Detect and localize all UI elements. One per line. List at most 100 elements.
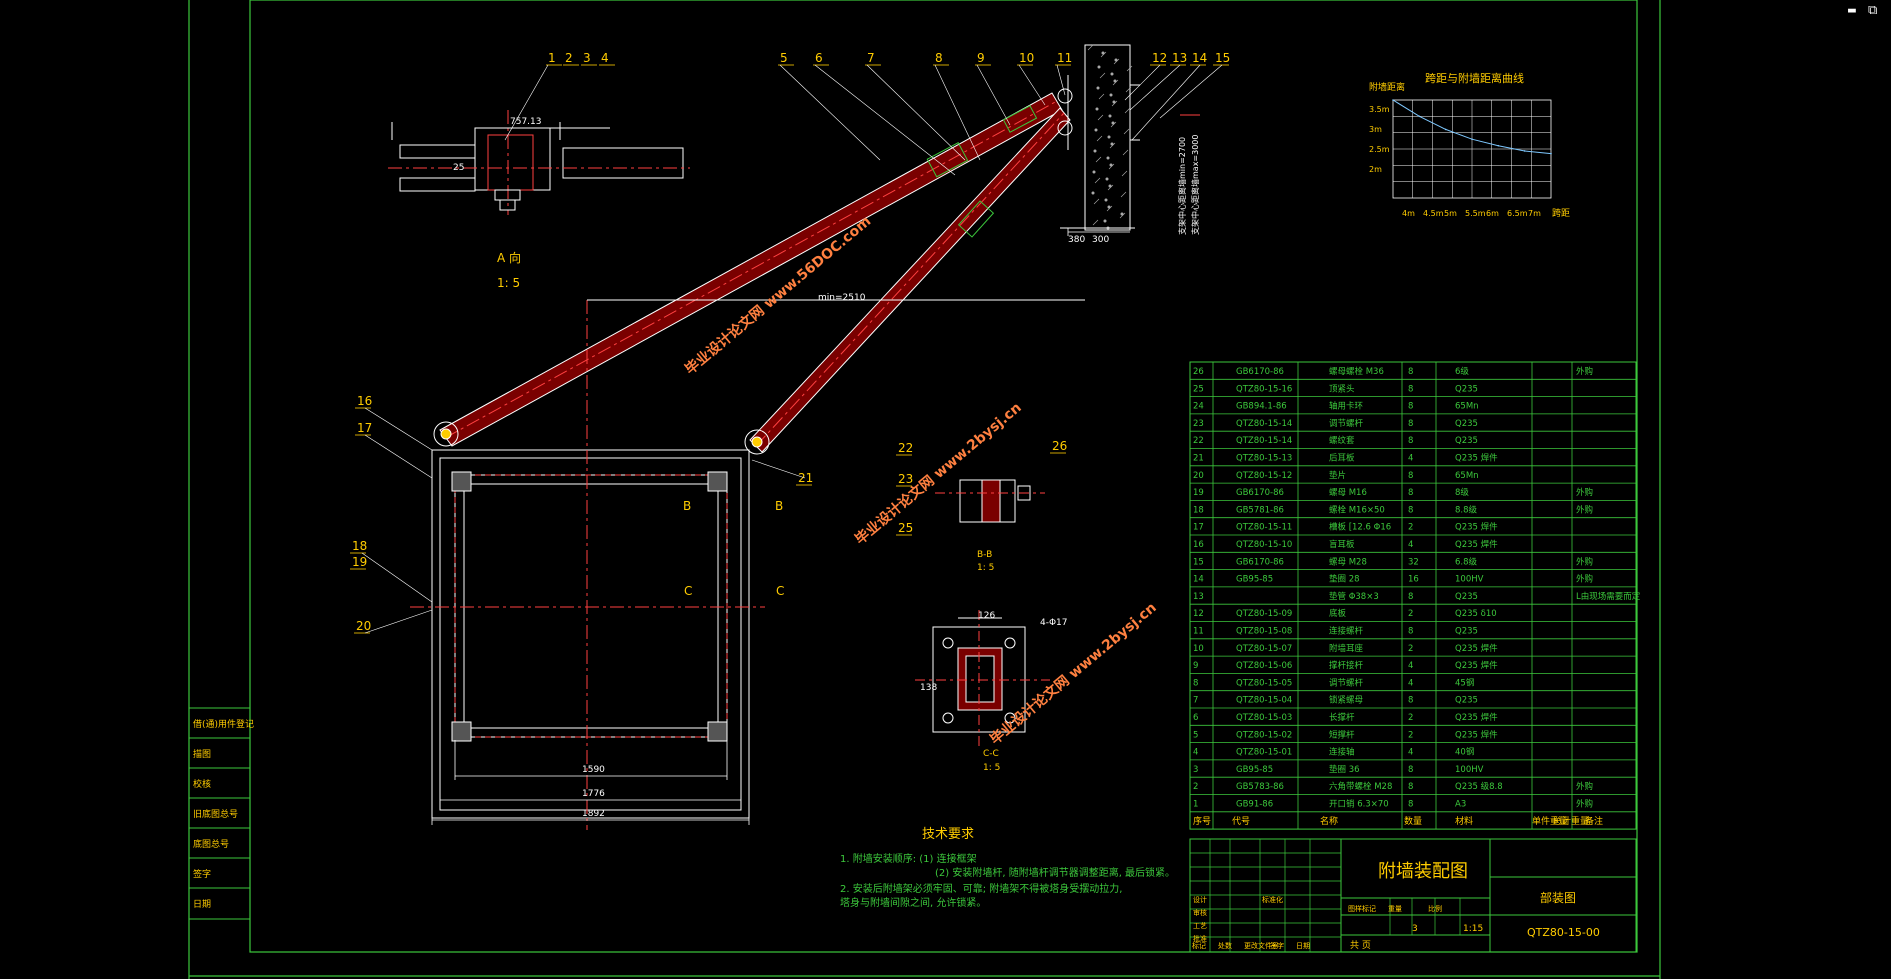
drawing-category: 部装图 [1540,890,1576,905]
chart-x-label: 跨距 [1552,208,1570,219]
chart-y-tick: 3.5m [1369,105,1390,114]
view-b-label: B-B [977,550,992,560]
bom-cell: 8 [1408,696,1413,706]
chart-y-tick: 3m [1369,125,1382,134]
bom-cell: 8.8级 [1455,504,1478,515]
bom-cell: Q235 [1455,592,1478,602]
bom-cell: 附墙耳座 [1329,643,1364,654]
section-b-detail [935,479,1045,523]
bom-cell: 4 [1408,661,1413,671]
section-marker: B [775,499,783,513]
bom-cell: A3 [1455,800,1466,810]
title-block-label: 工艺 [1193,922,1207,930]
chart-x-tick: 5.5m [1465,209,1486,218]
bom-cell: 8 [1408,367,1413,377]
part-callout: 6 [815,51,823,65]
bom-cell: 8 [1408,627,1413,637]
bom-cell: 外购 [1576,504,1593,515]
bom-cell: 垫片 [1329,470,1346,481]
dimension-text: 25 [453,163,464,173]
dimension-text: 380 [1068,235,1085,245]
bom-cell: 2 [1408,713,1413,723]
bom-cell: GB5783-86 [1236,782,1284,792]
bom-header: 代号 [1232,816,1250,827]
bom-cell: 2 [1408,523,1413,533]
dimension-text: 300 [1092,235,1109,245]
part-callout: 2 [565,51,573,65]
title-block-label: 签字 [1270,941,1284,950]
title-block: 附墙装配图部装图QTZ80-15-001:153共 页标记处数更改文件号签字日期… [1189,838,1637,953]
bom-cell: 2 [1193,782,1198,792]
bom-cell: 螺母 M28 [1329,556,1367,567]
bom-cell: 25 [1193,384,1204,394]
bom-cell: 6级 [1455,366,1469,377]
side-label: 描图 [193,748,211,760]
bom-cell: 4 [1408,540,1413,550]
wall-note: 支架中心距离墙min=2700 [1177,137,1187,235]
chart-x-tick: 6m [1486,209,1499,218]
title-block-label: 日期 [1296,942,1310,950]
bom-cell: 开口销 6.3×70 [1329,799,1389,810]
part-callout: 7 [867,51,875,65]
concrete-wall [1060,44,1200,231]
bom-cell: 外购 [1576,487,1593,498]
title-block-label: 标记 [1192,941,1206,950]
bom-cell: 连接轴 [1329,747,1355,758]
bom-cell: 13 [1193,592,1204,602]
bom-cell: Q235 [1455,384,1478,394]
view-c-label: C-C [983,749,999,759]
bom-cell: 18 [1193,505,1204,515]
bom-cell: 4 [1408,748,1413,758]
bom-cell: GB894.1-86 [1236,402,1287,412]
bom-cell: 长撑杆 [1329,712,1355,723]
bom-cell: QTZ80-15-02 [1236,730,1292,740]
drawing-title: 附墙装配图 [1378,861,1468,882]
bom-cell: GB91-86 [1236,800,1273,810]
bom-cell: 100HV [1455,575,1484,585]
side-label: 借(通)用件登记 [193,718,254,730]
part-callout: 9 [977,51,985,65]
part-callout: 5 [780,51,788,65]
bom-cell: Q235 [1455,436,1478,446]
watermarks: 毕业设计论文网 www.56DOC.com 毕业设计论文网 www.2bysj.… [682,213,1160,748]
wall-brace-assembly [433,88,1073,455]
dimension-lines [431,228,1130,825]
section-marker: C [684,584,692,598]
tech-req-line-1: 1. 附墙安装顺序: (1) 连接框架 [840,852,977,865]
chart-x-tick: 4.5m [1423,209,1444,218]
dimension-text: 126 [978,611,995,621]
side-label: 底图总号 [193,838,229,850]
bom-header: 单件重量 [1532,815,1568,827]
minimize-button[interactable]: ▬ [1848,3,1856,18]
bom-cell: 45钢 [1455,677,1474,688]
bom-cell: 5 [1193,730,1198,740]
bom-cell: 底板 [1329,608,1347,619]
side-label: 旧底图总号 [193,808,238,820]
chart-point [1444,128,1447,131]
bom-cell: QTZ80-15-09 [1236,609,1292,619]
bom-cell: 8 [1408,471,1413,481]
bom-cell: 六角带螺栓 M28 [1329,781,1392,792]
bom-cell: Q235 [1455,627,1478,637]
view-a-detail [388,110,690,215]
tech-req-title: 技术要求 [922,827,974,842]
side-label: 校核 [193,778,211,790]
chart-point [1497,144,1500,147]
part-callout: 17 [357,421,372,435]
title-block-label: 比例 [1428,904,1442,913]
title-block-label: 设计 [1193,895,1207,904]
chart-y-tick: 2.5m [1369,145,1390,154]
bom-cell: Q235 焊件 [1455,522,1498,533]
part-callout: 18 [352,539,367,553]
chart-point [1418,115,1421,118]
part-callout: 1 [548,51,556,65]
chart-point [1471,138,1473,140]
bom-cell: 24 [1193,402,1204,412]
dimension-text: 138 [920,683,937,693]
title-block-label: 标准化 [1262,895,1283,904]
restore-button[interactable]: ⧉ [1868,3,1878,18]
bom-cell: 10 [1193,644,1204,654]
bom-cell: QTZ80-15-14 [1236,436,1292,446]
